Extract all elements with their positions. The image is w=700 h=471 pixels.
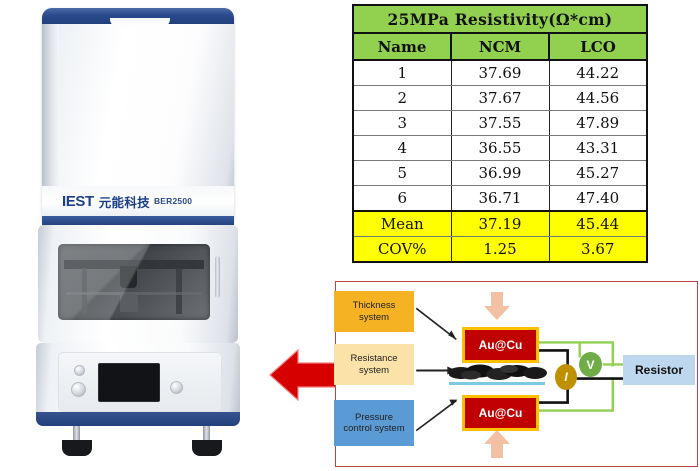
instrument-photo: IEST 元能科技 BER2500 <box>0 0 330 471</box>
table-title-row: 25MPa Resistivity(Ω*cm) <box>352 4 648 34</box>
voltmeter-icon: V <box>579 352 602 377</box>
cell-lco: 45.27 <box>548 160 648 186</box>
chamber-sample-holder <box>120 294 138 312</box>
subsystem-thickness-line2: system <box>358 311 390 323</box>
table-header-row: Name NCM LCO <box>352 32 648 61</box>
instrument-foot-stem-right <box>203 426 210 442</box>
table-row: 1 37.69 44.22 <box>352 59 648 86</box>
table-row: 6 36.71 47.40 <box>352 185 648 212</box>
column-header-lco: LCO <box>548 32 648 61</box>
table-body: 1 37.69 44.22 2 37.67 44.56 3 37.55 47.8… <box>352 59 648 263</box>
electrode-top: Au@Cu <box>462 327 539 363</box>
column-header-name: Name <box>352 32 452 61</box>
column-header-ncm: NCM <box>450 32 550 61</box>
brand-logo-chinese: 元能科技 <box>98 194 150 210</box>
instrument-upper-left-edge <box>42 8 59 223</box>
down-press-arrow-icon <box>484 292 510 320</box>
chamber-shelf <box>66 292 202 295</box>
cell-ncm: 1.25 <box>450 236 550 263</box>
cell-ncm: 37.55 <box>450 110 550 136</box>
electrode-bottom: Au@Cu <box>462 395 539 431</box>
control-knob-right[interactable] <box>170 381 183 394</box>
table-row: 3 37.55 47.89 <box>352 110 648 136</box>
subsystem-pressure-line2: control system <box>343 423 405 434</box>
table-row: 5 36.99 45.27 <box>352 160 648 186</box>
resistivity-table: 25MPa Resistivity(Ω*cm) Name NCM LCO 1 3… <box>352 4 648 263</box>
subsystem-resistance-line1: Resistance <box>350 353 398 365</box>
subsystem-pressure-line1: Pressure <box>354 411 393 423</box>
cell-name: COV% <box>352 236 452 263</box>
chamber-door-handle[interactable] <box>215 256 220 298</box>
instrument-logo-stripe <box>42 216 234 225</box>
control-panel-display <box>98 363 160 402</box>
instrument-foot-left <box>62 440 92 456</box>
sample-substrate-line <box>449 382 545 385</box>
subsystem-thickness: Thickness system <box>334 291 414 332</box>
table-row: 4 36.55 43.31 <box>352 135 648 161</box>
cell-lco: 43.31 <box>548 135 648 161</box>
powder-sample-layer <box>449 364 547 380</box>
control-knob-large[interactable] <box>71 382 86 397</box>
subsystem-resistance: Resistance system <box>334 344 414 385</box>
table-title: 25MPa Resistivity(Ω*cm) <box>352 4 648 34</box>
instrument-top-notch <box>110 18 170 27</box>
cell-ncm: 37.67 <box>450 85 550 111</box>
cell-lco: 47.40 <box>548 185 648 212</box>
cell-lco: 47.89 <box>548 110 648 136</box>
instrument-foot-stem-left <box>73 426 80 442</box>
cell-name: 4 <box>352 135 452 161</box>
chamber-crossbeam <box>64 260 204 269</box>
cell-name: 2 <box>352 85 452 111</box>
current-source-icon: I <box>555 364 577 390</box>
table-row-cov: COV% 1.25 3.67 <box>352 236 648 263</box>
cell-lco: 45.44 <box>548 210 648 237</box>
instrument-foot-right <box>192 440 222 456</box>
measurement-schematic: Thickness system Resistance system Press… <box>334 281 698 467</box>
subsystem-thickness-line1: Thickness <box>352 300 396 312</box>
instrument-base-blue-band <box>36 412 240 426</box>
brand-logo-text: IEST <box>62 192 94 210</box>
cell-name: 3 <box>352 110 452 136</box>
subsystem-resistance-line2: system <box>358 364 390 376</box>
cell-name: 1 <box>352 59 452 86</box>
cell-lco: 44.56 <box>548 85 648 111</box>
chamber-right-post <box>176 268 182 314</box>
cell-name: 6 <box>352 185 452 212</box>
subsystem-pressure-control: Pressure control system <box>334 400 414 446</box>
cell-ncm: 36.99 <box>450 160 550 186</box>
table-row-mean: Mean 37.19 45.44 <box>352 210 648 237</box>
cell-lco: 44.22 <box>548 59 648 86</box>
control-knob-small[interactable] <box>74 365 85 376</box>
cell-ncm: 37.69 <box>450 59 550 86</box>
instrument-chamber-window <box>58 244 210 320</box>
cell-ncm: 36.55 <box>450 135 550 161</box>
table-row: 2 37.67 44.56 <box>352 85 648 111</box>
chamber-press-head <box>120 266 137 288</box>
up-press-arrow-icon <box>484 430 510 458</box>
cell-name: Mean <box>352 210 452 237</box>
chamber-glass-glare <box>58 244 210 320</box>
cell-name: 5 <box>352 160 452 186</box>
instrument-top-blue-band <box>42 8 234 24</box>
instrument-logo-band: IEST 元能科技 BER2500 <box>42 186 234 216</box>
cell-ncm: 37.19 <box>450 210 550 237</box>
cell-ncm: 36.71 <box>450 185 550 212</box>
instrument-model-label: BER2500 <box>153 196 193 206</box>
left-pointing-arrow-icon <box>269 348 337 402</box>
chamber-left-post <box>82 268 87 314</box>
cell-lco: 3.67 <box>548 236 648 263</box>
resistor-box: Resistor <box>623 355 695 385</box>
